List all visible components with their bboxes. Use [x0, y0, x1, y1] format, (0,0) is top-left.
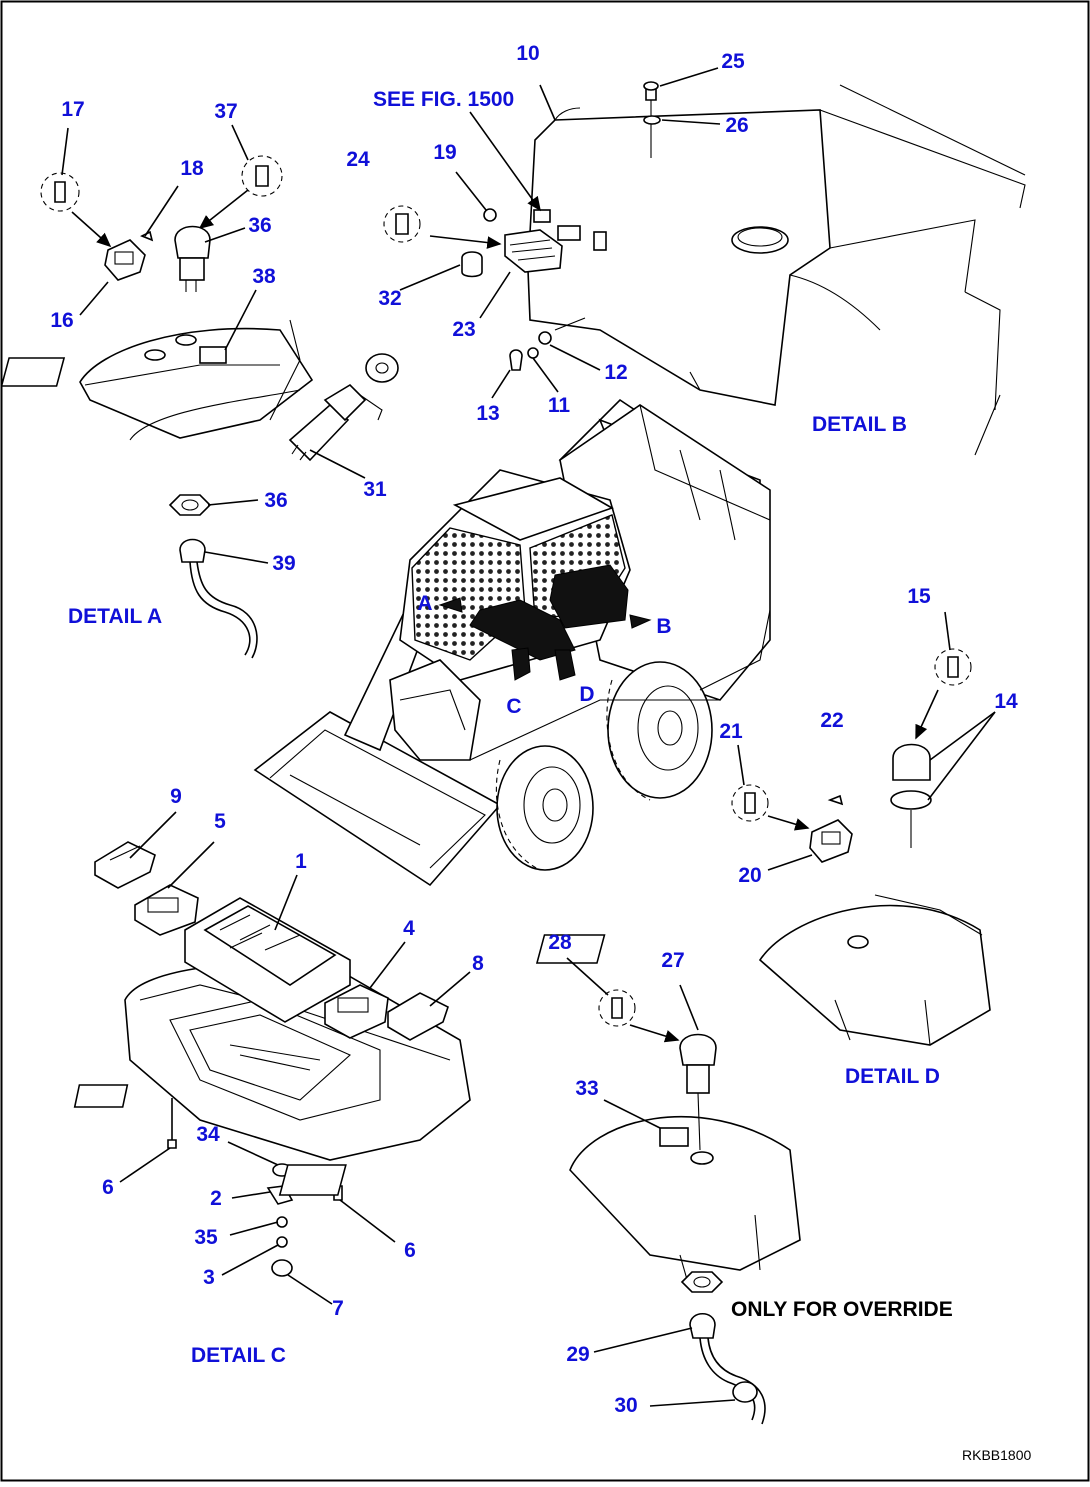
- callout-34: 34: [196, 1123, 220, 1146]
- detail-b-group: [527, 84, 1026, 456]
- callout-27: 27: [661, 949, 684, 972]
- callout-37: 37: [214, 100, 237, 123]
- callout-4: 4: [403, 917, 415, 940]
- callout-2: 2: [210, 1187, 222, 1210]
- callout-20: 20: [738, 864, 761, 887]
- callout-21: 21: [719, 720, 743, 743]
- top-center-parts: [383, 81, 661, 371]
- callout-35: 35: [194, 1226, 218, 1249]
- callout-13: 13: [476, 402, 499, 425]
- detail-c-group: [73, 841, 471, 1277]
- view-a-letter: A: [417, 592, 432, 615]
- callout-15: 15: [907, 585, 931, 608]
- callout-16: 16: [50, 309, 73, 332]
- detail-labels: DETAIL A DETAIL B DETAIL C DETAIL D SEE …: [68, 88, 1031, 1463]
- detail-c-label: DETAIL C: [191, 1344, 286, 1367]
- callout-5: 5: [214, 810, 226, 833]
- callout-12: 12: [604, 361, 627, 384]
- leader-lines: [61, 67, 996, 1407]
- override-group: [278, 989, 801, 1425]
- view-c-letter: C: [506, 695, 521, 718]
- detail-b-label: DETAIL B: [812, 413, 907, 436]
- callout-numbers: 10 25 26 17 37 18 36 16 38 24 19 32 23 1…: [50, 42, 1018, 1417]
- detail-d-label: DETAIL D: [845, 1065, 940, 1088]
- skid-steer-loader: [253, 398, 771, 887]
- callout-14: 14: [994, 690, 1018, 713]
- detail-a-label: DETAIL A: [68, 605, 162, 628]
- callout-10: 10: [516, 42, 539, 65]
- override-note: ONLY FOR OVERRIDE: [731, 1298, 953, 1321]
- drawing-reference: RKBB1800: [962, 1447, 1031, 1463]
- callout-22: 22: [820, 709, 843, 732]
- callout-8: 8: [472, 952, 484, 975]
- callout-36-detail-a: 36: [264, 489, 287, 512]
- callout-25: 25: [721, 50, 745, 73]
- callout-38: 38: [252, 265, 276, 288]
- callout-19: 19: [433, 141, 456, 164]
- callout-7: 7: [332, 1297, 344, 1320]
- callout-29: 29: [566, 1343, 589, 1366]
- callout-18: 18: [180, 157, 204, 180]
- callout-9: 9: [170, 785, 182, 808]
- callout-23: 23: [452, 318, 475, 341]
- detail-d-group: [535, 648, 991, 1046]
- callout-30: 30: [614, 1394, 637, 1417]
- callout-26: 26: [725, 114, 748, 137]
- callout-6-left: 6: [102, 1176, 114, 1199]
- see-fig-label: SEE FIG. 1500: [373, 88, 514, 111]
- callout-32: 32: [378, 287, 401, 310]
- view-letters: A B C D: [417, 592, 671, 718]
- callout-39: 39: [272, 552, 295, 575]
- callout-6-right: 6: [404, 1239, 416, 1262]
- detail-a-group: [0, 155, 399, 659]
- view-b-letter: B: [656, 615, 671, 638]
- view-d-letter: D: [579, 683, 594, 706]
- callout-11: 11: [548, 394, 571, 417]
- callout-33: 33: [575, 1077, 598, 1100]
- callout-1: 1: [295, 850, 307, 873]
- callout-36-top: 36: [248, 214, 271, 237]
- callout-3: 3: [203, 1266, 215, 1289]
- callout-24: 24: [346, 148, 370, 171]
- callout-17: 17: [61, 98, 84, 121]
- callout-28: 28: [548, 931, 572, 954]
- callout-31: 31: [363, 478, 387, 501]
